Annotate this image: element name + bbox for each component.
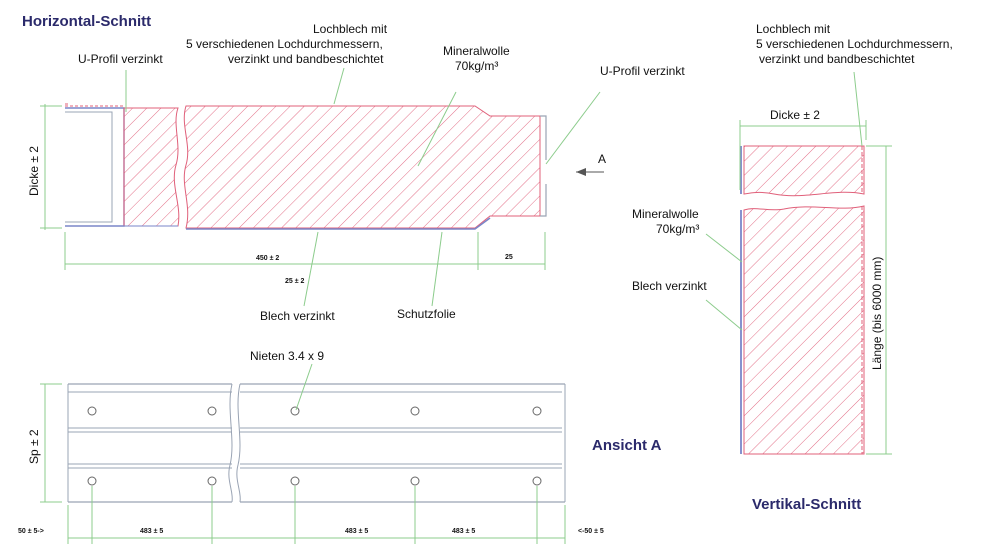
bottom-sheet [186,217,491,230]
dim-25-b: 25 ± 2 [285,278,305,285]
leader-lochblech-v [853,71,863,147]
label-dicke-h: Dicke ± 2 [27,146,41,196]
vertical-section [705,71,892,455]
label-blech-h: Blech verzinkt [260,309,335,323]
dim-50-left: 50 ± 5-> [18,528,44,535]
title-vertikal-schnitt: Vertikal-Schnitt [752,496,861,513]
break-line-left [228,383,233,503]
arrow-a-head [576,168,586,176]
leader-schutzfolie [431,231,443,307]
rivet [410,476,420,486]
rivet [87,406,97,416]
u-profile-left [65,107,125,227]
vertical-wool-main [743,205,865,455]
leader-mineralwolle-v [705,233,743,263]
label-lochblech-h-1: Lochblech mit [313,22,388,36]
dim-483-a: 483 ± 5 [140,528,163,535]
dim-450: 450 ± 2 [256,255,279,262]
leader-mineralwolle [417,91,457,167]
label-sp: Sp ± 2 [27,429,41,464]
rivet [290,476,300,486]
rivet [532,476,542,486]
label-u-profil-right: U-Profil verzinkt [600,64,685,78]
label-lochblech-h-3: verzinkt und bandbeschichtet [228,52,384,66]
label-mineralwolle-v-2: 70kg/m³ [656,222,699,236]
mineral-wool-left-piece [123,107,180,227]
dim-483-b: 483 ± 5 [345,528,368,535]
label-schutzfolie: Schutzfolie [397,307,456,321]
rivet [207,476,217,486]
u-profile-right [540,115,547,217]
break-line-right [236,383,241,503]
title-ansicht-a: Ansicht A [592,437,662,454]
rivet-group [87,406,542,486]
label-nieten: Nieten 3.4 x 9 [250,349,324,363]
label-lochblech-v-1: Lochblech mit [756,22,831,36]
label-arrow-a: A [598,152,606,166]
rivet [87,476,97,486]
label-u-profil-left: U-Profil verzinkt [78,52,163,66]
u-profile-left-top [65,103,124,107]
label-lochblech-v-3: verzinkt und bandbeschichtet [759,52,915,66]
leader-lochblech [333,67,345,105]
label-mineralwolle-h-2: 70kg/m³ [455,59,498,73]
leader-nieten [295,363,313,411]
label-lochblech-h-2: 5 verschiedenen Lochdurchmessern, [186,37,383,51]
label-laenge: Länge (bis 6000 mm) [870,257,884,370]
horizontal-section [40,67,604,307]
view-a-drawing [40,363,566,544]
leader-u-profil-right [545,91,601,165]
vertical-wool-top [743,145,865,197]
title-horizontal-schnitt: Horizontal-Schnitt [22,13,151,30]
label-blech-v: Blech verzinkt [632,279,707,293]
label-lochblech-v-2: 5 verschiedenen Lochdurchmessern, [756,37,953,51]
u-profile-left-inner [65,111,113,223]
rivet [207,406,217,416]
label-mineralwolle-v-1: Mineralwolle [632,207,699,221]
leader-blech [303,231,319,307]
leader-blech-v [705,299,743,331]
dim-25-a: 25 [505,254,513,261]
dim-483-c: 483 ± 5 [452,528,475,535]
mineral-wool-main-piece [183,105,541,229]
rivet [410,406,420,416]
label-dicke-v: Dicke ± 2 [770,108,820,122]
rivet [290,406,300,416]
rivet [532,406,542,416]
label-mineralwolle-h-1: Mineralwolle [443,44,510,58]
dim-50-right: <-50 ± 5 [578,528,604,535]
